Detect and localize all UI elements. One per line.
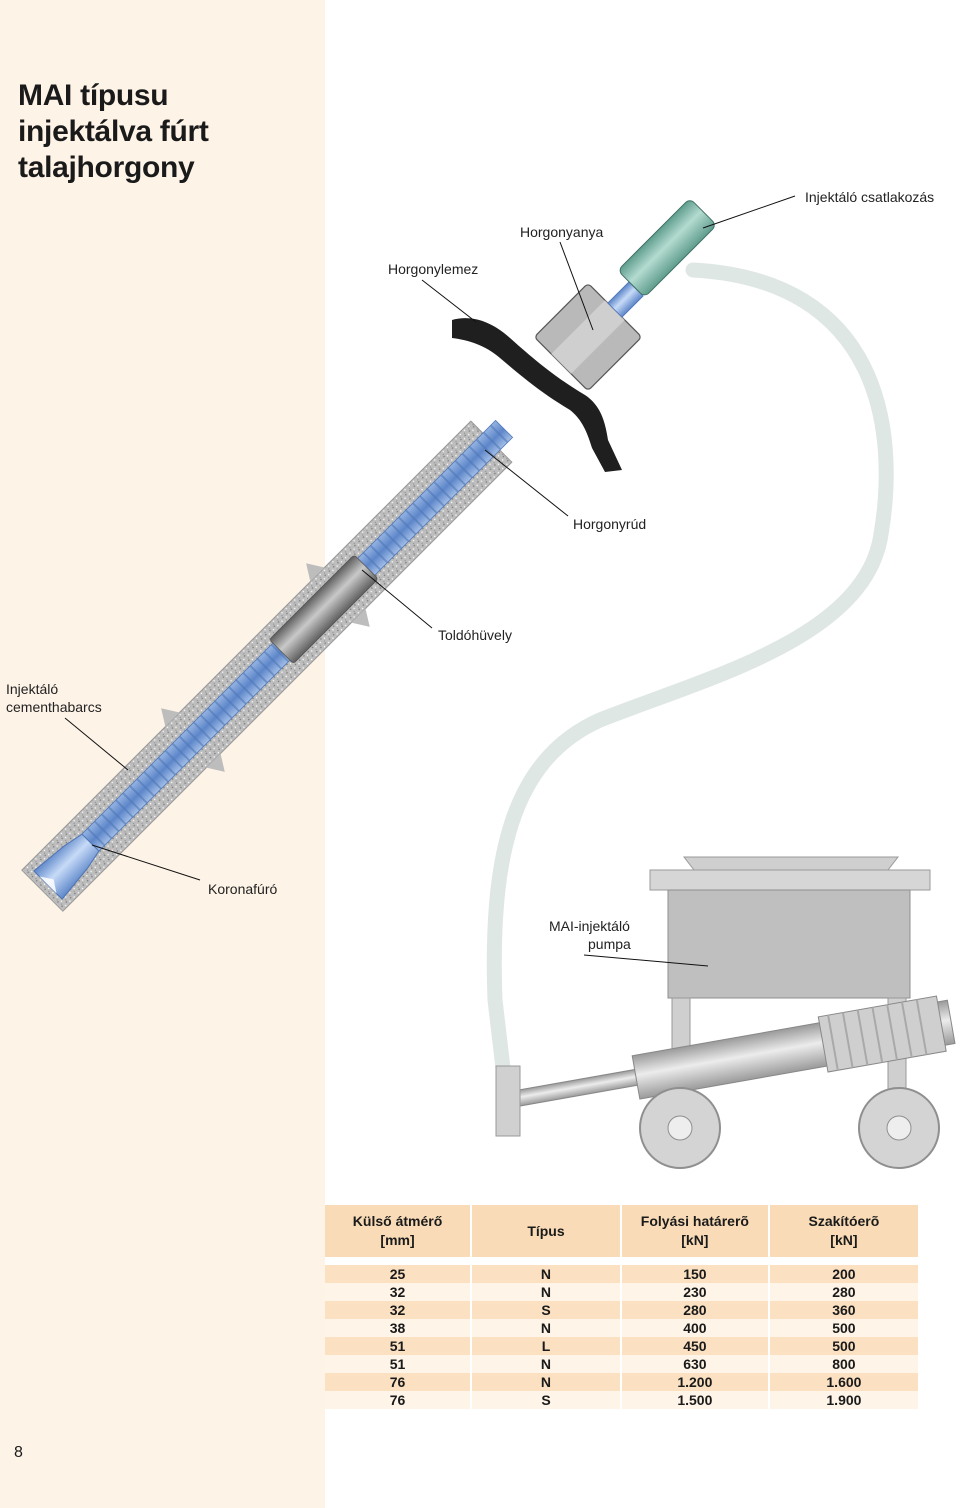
pump-hopper-lip xyxy=(682,856,900,871)
label-pump: MAI-injektáló pumpa xyxy=(548,917,631,953)
label-drill-bit: Koronafúró xyxy=(208,881,278,897)
grout-spike xyxy=(161,708,180,727)
col-header-type: Típus xyxy=(470,1205,621,1257)
borehole-group xyxy=(21,419,514,912)
grout-spike xyxy=(306,563,325,582)
label-injection-connector: Injektáló csatlakozás xyxy=(805,189,935,205)
anchor-illustration xyxy=(21,195,956,1169)
label-anchor-nut: Horgonyanya xyxy=(520,224,604,240)
col-header-tensile: Szakítóerõ [kN] xyxy=(767,1205,918,1257)
page-title: MAI típusu injektálva fúrt talajhorgony xyxy=(18,78,308,186)
col-header-yield: Folyási határerõ [kN] xyxy=(619,1205,769,1257)
title-line-1: MAI típusu xyxy=(18,79,169,112)
grout-spike xyxy=(351,608,370,627)
grout-pump xyxy=(495,856,956,1169)
col-header-diameter: Külső átmérő [mm] xyxy=(325,1205,472,1257)
label-grout-line-1: Injektáló xyxy=(6,681,59,697)
spec-table: Külső átmérő [mm] Típus Folyási határerõ… xyxy=(325,1205,918,1409)
pump-hopper xyxy=(667,889,911,999)
label-anchor-plate: Horgonylemez xyxy=(388,261,479,277)
injection-hose xyxy=(486,262,894,1076)
grout-spike xyxy=(206,753,225,772)
injection-connector-group xyxy=(619,200,715,296)
label-anchor-rod: Horgonyrúd xyxy=(573,516,647,532)
coupling-sleeve-body xyxy=(270,555,378,663)
pump-outlet xyxy=(495,1065,521,1137)
table-header-row: Külső átmérő [mm] Típus Folyási határerõ… xyxy=(325,1205,918,1257)
anchor-nut-group xyxy=(535,281,644,390)
leader-lines xyxy=(64,195,796,967)
label-grout-line-2: cementhabarcs xyxy=(6,699,102,715)
label-coupling-sleeve: Toldóhüvely xyxy=(438,627,512,643)
label-pump-line-1: MAI-injektáló xyxy=(548,918,630,934)
pump-hopper-top xyxy=(649,869,931,891)
pump-barrel-thin xyxy=(506,1067,648,1109)
page-number: 8 xyxy=(14,1444,23,1461)
label-pump-line-2: pumpa xyxy=(588,936,631,952)
injection-connector-body xyxy=(619,200,715,296)
anchor-plate xyxy=(452,318,622,472)
title-line-2: injektálva fúrt xyxy=(18,115,209,148)
label-grout: Injektáló cementhabarcs xyxy=(6,680,102,716)
title-line-3: talajhorgony xyxy=(18,151,195,184)
